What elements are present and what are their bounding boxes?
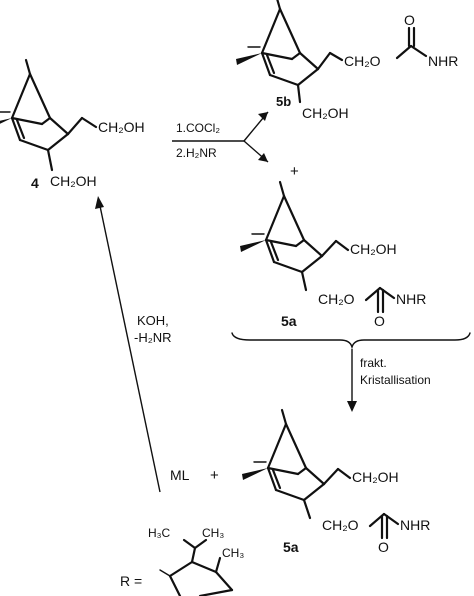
plus-sign-top: + [290, 163, 299, 180]
compound-5a-bottom: CH₂OH CH₂O O NHR 5a [240, 408, 430, 555]
compound-5b: CH₂O O NHR CH₂OH [234, 0, 458, 121]
r-group-ch3-right: CH₃ [222, 546, 244, 560]
compound-5b-carbonyl-o: O [404, 12, 415, 28]
compound-5a-bottom-label: 5a [283, 539, 299, 555]
compound-5a-top-ch2o: CH₂O [318, 291, 355, 307]
step-recycle-koh: KOH, -H₂NR [95, 196, 172, 493]
r-group-definition: R = H₃C CH₃ CH₃ [120, 526, 244, 596]
reaction-step-carbamoylation: 1.COCl₂ 2.H₂NR 5b + [172, 94, 299, 180]
compound-4: CH₂OH CH₂OH 4 [0, 58, 145, 191]
compound-5a-bottom-ch2oh: CH₂OH [352, 469, 399, 485]
plus-sign-bottom: + [210, 467, 219, 484]
compound-4-top-substituent: CH₂OH [98, 119, 145, 135]
compound-5a-top-carbamate-nh: NHR [396, 291, 426, 307]
reagent-step1: 1.COCl₂ [176, 121, 220, 135]
r-group-h3c: H₃C [148, 526, 171, 540]
reagent-step2: 2.H₂NR [176, 146, 217, 160]
compound-5b-bottom-substituent: CH₂OH [302, 105, 349, 121]
mother-liquor-label: ML [170, 467, 190, 483]
r-group-label: R = [120, 573, 142, 589]
compound-4-bottom-substituent: CH₂OH [50, 173, 97, 189]
compound-5a-top-carbonyl-o: O [374, 313, 385, 329]
arrow-label-5b: 5b [276, 94, 291, 109]
compound-5a-bottom-ch2o: CH₂O [322, 517, 359, 533]
step-fractional-crystallisation: frakt. Kristallisation [347, 349, 431, 412]
compound-5a-bottom-carbamate-nh: NHR [400, 517, 430, 533]
compound-5a-bottom-carbonyl-o: O [378, 539, 389, 555]
reagent-frakt: frakt. [360, 356, 387, 370]
reagent-kristallisation: Kristallisation [360, 373, 431, 387]
compound-5a-top: CH₂OH CH₂O O NHR 5a [238, 180, 426, 329]
compound-5a-top-label: 5a [281, 313, 297, 329]
reagent-koh: KOH, [137, 313, 169, 328]
compound-5a-top-ch2oh: CH₂OH [350, 241, 397, 257]
reagent-minus-h2nr: -H₂NR [134, 330, 172, 345]
mixture-brace [231, 332, 471, 350]
compound-5b-carbamate-nh: NHR [428, 53, 458, 69]
compound-5b-top-substituent: CH₂O [344, 53, 381, 69]
compound-4-label: 4 [31, 175, 39, 191]
r-group-ch3-top: CH₃ [202, 526, 224, 540]
